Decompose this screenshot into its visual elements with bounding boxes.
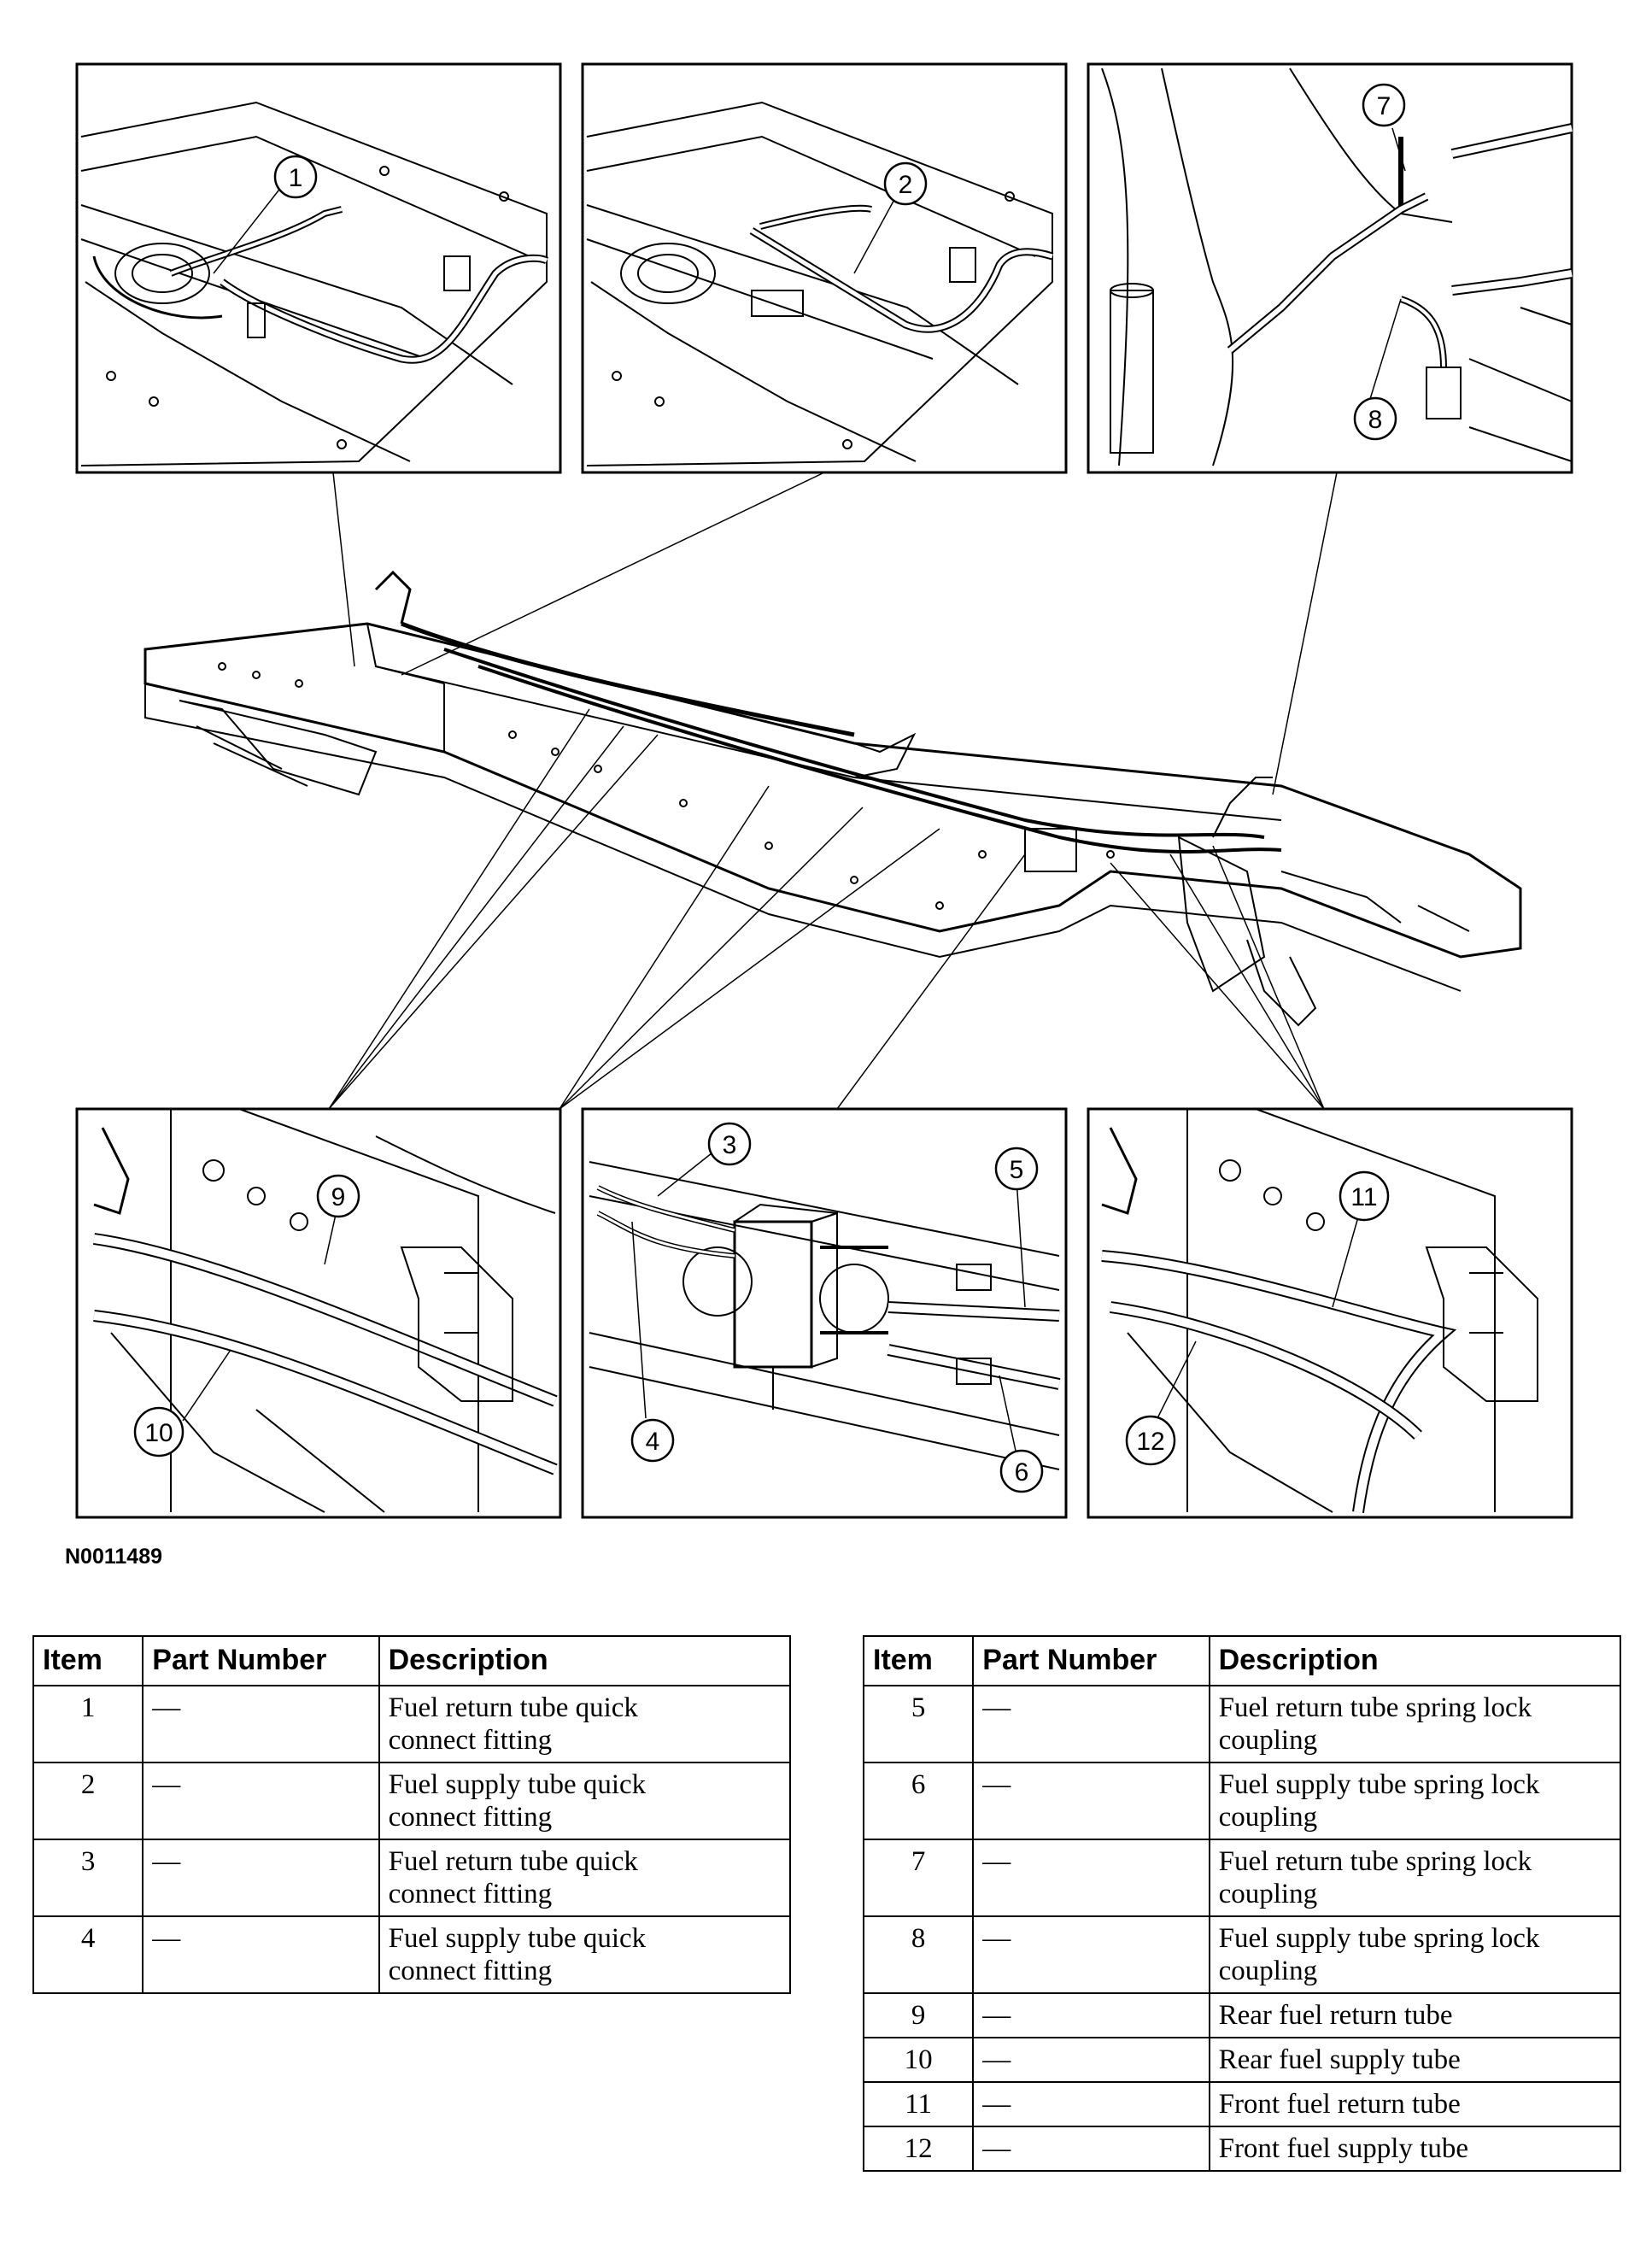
header-item: Item [862,1635,975,1686]
header-description: Description [1208,1635,1622,1686]
callout-3: 3 [707,1122,752,1166]
callout-7: 7 [1362,83,1406,127]
svg-text:10: 10 [144,1419,173,1447]
table-row: 10 — Rear fuel supply tube [862,2037,1622,2083]
item-number: 9 [862,1992,975,2038]
item-number: 1 [32,1685,144,1763]
inset-panel-3 [1087,62,1573,474]
vehicle-frame [144,570,1522,1027]
svg-text:1: 1 [289,164,303,192]
part-number: — [142,1839,380,1917]
header-item: Item [32,1635,144,1686]
item-number: 8 [862,1915,975,1994]
description: Front fuel return tube [1208,2081,1622,2127]
inset-panel-5 [581,1107,1068,1519]
header-part-number: Part Number [972,1635,1210,1686]
description: Rear fuel return tube [1208,1992,1622,2038]
part-number: — [972,2037,1210,2083]
svg-text:7: 7 [1377,92,1391,120]
svg-text:5: 5 [1010,1156,1024,1184]
callout-2: 2 [883,161,928,206]
part-number: — [972,1915,1210,1994]
part-number: — [142,1685,380,1763]
svg-text:3: 3 [723,1131,737,1159]
part-number: — [972,2126,1210,2172]
inset-panel-6 [1087,1107,1573,1519]
item-number: 12 [862,2126,975,2172]
figure-id: N0011489 [65,1545,163,1569]
callout-1: 1 [273,155,318,199]
svg-text:4: 4 [646,1428,660,1456]
callout-11: 11 [1339,1170,1390,1222]
part-number: — [972,2081,1210,2127]
callout-5: 5 [994,1147,1039,1191]
item-number: 6 [862,1762,975,1840]
item-number: 4 [32,1915,144,1994]
part-number: — [972,1992,1210,2038]
callout-leaders [182,127,1406,1463]
header-part-number: Part Number [142,1635,380,1686]
description: Rear fuel supply tube [1208,2037,1622,2083]
svg-text:9: 9 [331,1183,346,1211]
table-row: 11 — Front fuel return tube [862,2081,1622,2127]
parts-table-right: Item Part Number Description 5 — Fuel re… [862,1635,1622,2172]
callout-8: 8 [1353,396,1397,441]
inset-panel-1 [75,62,562,474]
table-row: 12 — Front fuel supply tube [862,2126,1622,2172]
item-number: 10 [862,2037,975,2083]
svg-text:8: 8 [1368,406,1383,434]
inset-panel-2 [581,62,1068,474]
svg-text:6: 6 [1015,1458,1029,1487]
callout-9: 9 [316,1174,360,1218]
parts-table-left: Item Part Number Description 1 — Fuel re… [32,1635,792,1994]
item-number: 3 [32,1839,144,1917]
header-description: Description [378,1635,792,1686]
inset-panel-4 [75,1107,562,1519]
leader-lines [328,472,1338,1110]
part-number: — [972,1685,1210,1763]
callout-6: 6 [999,1449,1044,1493]
description: Front fuel supply tube [1208,2126,1622,2172]
callout-10: 10 [133,1406,185,1458]
callout-4: 4 [630,1418,675,1463]
fuel-line-diagram: 1 2 7 8 9 10 3 4 5 6 11 12 [75,62,1573,1519]
svg-text:2: 2 [899,171,913,199]
item-number: 2 [32,1762,144,1840]
callout-12: 12 [1125,1415,1176,1466]
table-row: 9 — Rear fuel return tube [862,1992,1622,2038]
svg-text:12: 12 [1136,1428,1164,1456]
part-number: — [972,1762,1210,1840]
svg-text:11: 11 [1350,1183,1377,1211]
part-number: — [972,1839,1210,1917]
item-number: 7 [862,1839,975,1917]
item-number: 5 [862,1685,975,1763]
part-number: — [142,1762,380,1840]
part-number: — [142,1915,380,1994]
item-number: 11 [862,2081,975,2127]
